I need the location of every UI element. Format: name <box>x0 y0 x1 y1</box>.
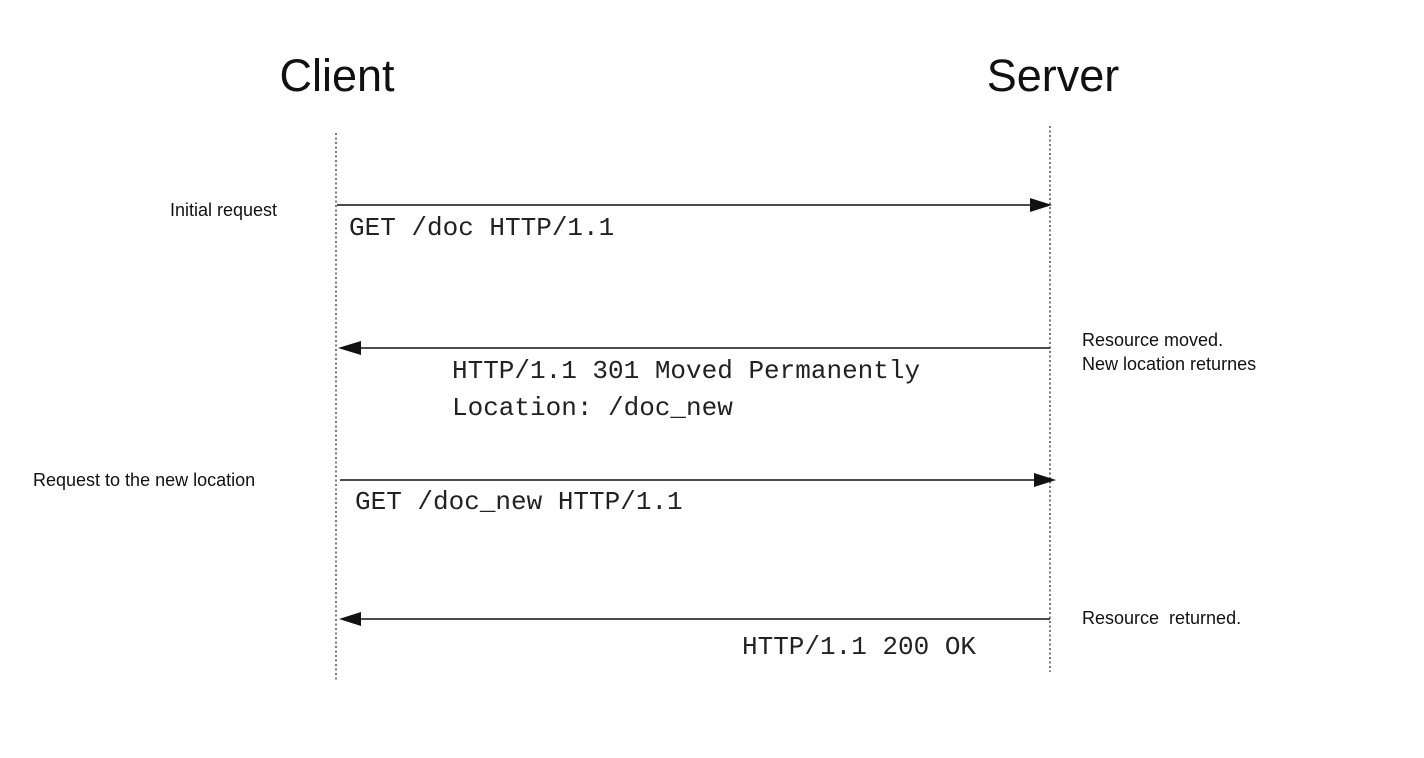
message-resource-returned: Resource returned. HTTP/1.1 200 OK <box>339 608 1241 662</box>
message-new-location-request: Request to the new location GET /doc_new… <box>33 470 1056 517</box>
message-line-get-doc-new: GET /doc_new HTTP/1.1 <box>355 487 683 517</box>
server-actor-label: Server <box>987 50 1120 101</box>
message-initial-request: Initial request GET /doc HTTP/1.1 <box>170 198 1052 243</box>
note-new-location: New location returnes <box>1082 354 1256 374</box>
client-actor-label: Client <box>279 50 395 101</box>
arrow-right-icon <box>1034 473 1056 487</box>
note-initial-request: Initial request <box>170 200 277 220</box>
arrow-left-icon <box>339 612 361 626</box>
arrow-left-icon <box>338 341 361 355</box>
note-request-new-location: Request to the new location <box>33 470 255 490</box>
message-moved-permanently: Resource moved. New location returnes HT… <box>338 330 1256 423</box>
message-line-status-301: HTTP/1.1 301 Moved Permanently <box>452 356 920 386</box>
note-resource-returned: Resource returned. <box>1082 608 1241 628</box>
message-line-get-doc: GET /doc HTTP/1.1 <box>349 213 614 243</box>
message-line-status-200: HTTP/1.1 200 OK <box>742 632 976 662</box>
message-line-location-header: Location: /doc_new <box>452 393 733 423</box>
note-resource-moved: Resource moved. <box>1082 330 1223 350</box>
arrow-right-icon <box>1030 198 1052 212</box>
